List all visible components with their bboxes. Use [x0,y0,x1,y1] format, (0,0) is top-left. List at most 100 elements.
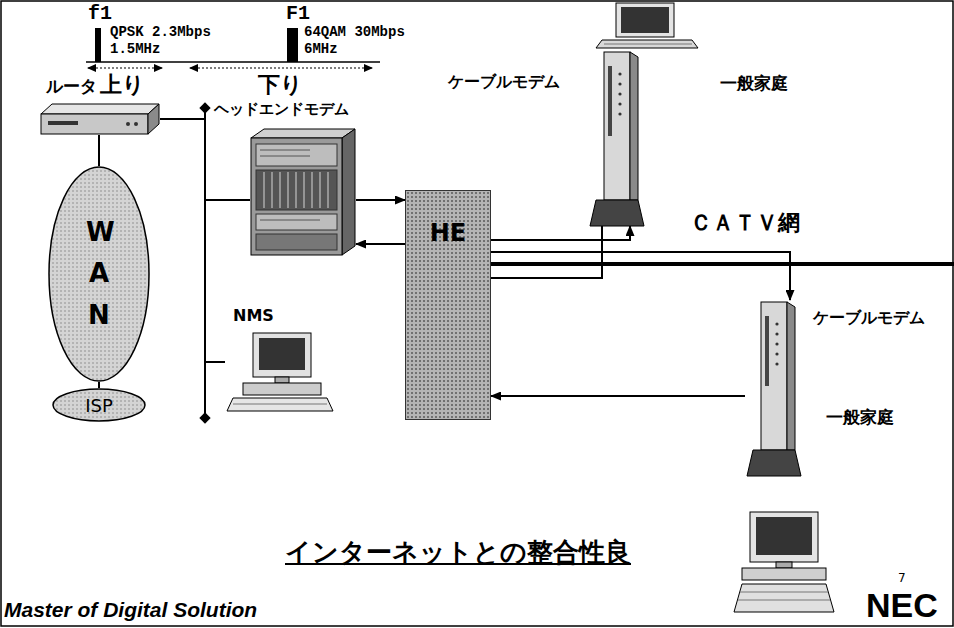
network-label: ＣＡＴＶ網 [690,210,800,235]
drawing-part [604,44,692,45]
connector [356,243,405,245]
drawing-part [765,316,769,386]
drawing-part [775,352,778,355]
node-label: ISP [85,395,113,416]
downstream-range [190,67,372,68]
drawing-part [49,167,149,381]
drawing-part [618,112,621,115]
connector [98,382,100,388]
upstream-bar [95,28,101,62]
drawing-part [259,338,305,370]
home-label: 一般家庭 [826,408,894,428]
bandwidth-label: 1.5MHz [110,41,160,57]
drawing-part [756,517,812,555]
modulation-label: QPSK 2.3Mbps [110,24,211,40]
drawing-part [621,7,669,33]
node-label: WAN [86,212,112,337]
downstream-bar [287,28,298,62]
drawing-part [775,332,778,335]
drawing-part [264,172,328,208]
drawing-part [243,383,321,395]
drawing-part [738,600,830,601]
drawing-part [227,398,333,411]
router: ルータ [40,103,160,135]
drawing-part [48,121,78,125]
drawing-part [776,562,792,568]
drawing-part [41,114,148,134]
frequency-axis [86,61,380,63]
direction-label: 下り [258,72,303,97]
bandwidth-label: 6MHz [304,41,338,57]
drawing-part [787,302,795,450]
node-label: HE [430,219,466,247]
node-label: NMS [233,306,274,325]
drawing-part [742,568,826,580]
frequency-name: f1 [88,2,112,25]
drawing-part [734,584,834,612]
drawing-part [604,52,630,200]
direction-label: 上り [100,72,145,97]
drawing-part [618,92,621,95]
drawing-part [750,512,818,562]
frequency-name: F1 [286,2,310,25]
nms-terminal: NMS [225,332,335,412]
drawing-part [775,322,778,325]
drawing-part [256,214,337,230]
home-label: 一般家庭 [720,74,788,94]
company-logo: NEC [866,588,938,622]
cable-modem: ケーブルモデム [588,50,646,226]
drawing-part [775,342,778,345]
node-label: ルータ [46,75,97,98]
drawing-part [596,40,698,48]
drawing-part [618,102,621,105]
connector [491,395,745,397]
home-pc [734,512,834,612]
drawing-part [148,104,159,134]
drawing-part [608,66,612,136]
drawing-part [199,102,210,113]
connector [356,199,405,201]
drawing-part [747,450,801,476]
drawing-part [251,138,342,255]
wan-cloud: WAN [48,166,150,382]
drawing-part [233,404,327,405]
drawing-part [775,362,778,365]
drawing-part [260,150,320,220]
drawing-part [53,389,145,421]
drawing-part [41,104,159,114]
connector [491,226,630,240]
drawing-part [618,72,621,75]
drawing-part [253,333,311,377]
cable-modem-picture [745,300,803,476]
drawing-part [630,52,638,200]
drawing-part [199,412,210,423]
modulation-label: 64QAM 30Mbps [304,24,405,40]
drawing-part [590,200,644,226]
drawing-part [618,82,621,85]
drawing-part [740,592,828,593]
slide-message: インターネットとの整合性良 [285,538,631,568]
drawing-part [251,129,355,138]
upstream-range [88,67,162,68]
connector [160,119,225,362]
router-picture [40,103,160,135]
drawing-part [275,377,289,383]
headend-box: HE [405,190,491,420]
node-label: ケーブルモデム [813,308,925,329]
headend-modem-picture [250,128,356,256]
connector [491,252,790,300]
drawing-part [256,144,337,166]
drawing-part [126,122,130,126]
catv-trunk [491,262,954,266]
cable-modem-picture [588,50,646,226]
nms-terminal-picture [225,332,335,412]
drawing-part [616,3,674,37]
home-pc [596,3,698,48]
cable-modem: ケーブルモデム [745,300,803,476]
node-label: ヘッドエンドモデム [214,100,349,119]
drawing-part [761,302,787,450]
drawing-part [342,129,355,255]
drawing-part [134,122,138,126]
